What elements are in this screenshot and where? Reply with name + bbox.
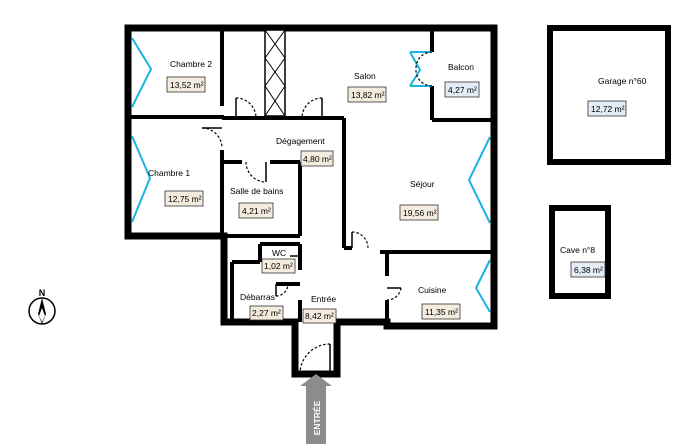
label-debarras: Débarras	[240, 292, 275, 302]
area-chambre1: 12,75 m²	[168, 194, 202, 204]
area-cuisine: 11,35 m²	[425, 307, 458, 317]
cave-walls	[549, 205, 611, 299]
ventilation-shaft	[264, 29, 286, 117]
label-cuisine: Cuisine	[418, 285, 447, 295]
area-wc: 1,02 m²	[264, 261, 293, 271]
label-sdb: Salle de bains	[230, 186, 283, 196]
entry-arrow-label: ENTRÉE	[312, 400, 322, 435]
compass: N	[28, 288, 56, 325]
window-balcon	[409, 51, 432, 87]
interior-walls	[128, 28, 494, 326]
label-balcon: Balcon	[448, 62, 474, 72]
area-debarras: 2,27 m²	[252, 308, 281, 318]
label-chambre2: Chambre 2	[170, 59, 212, 69]
area-boxes: 13,52 m² 13,82 m² 4,27 m² 4,80 m² 12,75 …	[164, 76, 627, 324]
area-chambre2: 13,52 m²	[170, 80, 204, 90]
label-wc: WC	[272, 248, 286, 258]
label-salon: Salon	[354, 71, 376, 81]
area-balcon: 4,27 m²	[448, 85, 477, 95]
window-chambre1	[131, 135, 152, 223]
label-entree: Entrée	[311, 294, 336, 304]
label-degagement: Dégagement	[276, 136, 325, 146]
area-salon: 13,82 m²	[351, 90, 385, 100]
label-chambre1: Chambre 1	[148, 168, 190, 178]
window-sejour	[467, 136, 491, 224]
label-cave: Cave n°8	[560, 245, 595, 255]
area-degagement: 4,80 m²	[303, 154, 332, 164]
room-labels: Chambre 2 Salon Balcon Dégagement Chambr…	[148, 59, 647, 304]
area-entree: 8,42 m²	[305, 311, 334, 321]
area-garage: 12,72 m²	[591, 104, 625, 114]
label-garage: Garage n°60	[598, 76, 647, 86]
compass-label: N	[39, 288, 46, 298]
area-sejour: 19,56 m²	[403, 208, 437, 218]
window-cuisine	[474, 259, 491, 313]
entry-arrow: ENTRÉE	[300, 374, 332, 444]
label-sejour: Séjour	[410, 179, 435, 189]
area-cave: 6,38 m²	[574, 265, 603, 275]
doors	[201, 51, 433, 375]
garage-walls	[547, 25, 671, 165]
window-chambre2	[131, 37, 153, 108]
windows	[131, 37, 491, 313]
area-sdb: 4,21 m²	[242, 206, 271, 216]
